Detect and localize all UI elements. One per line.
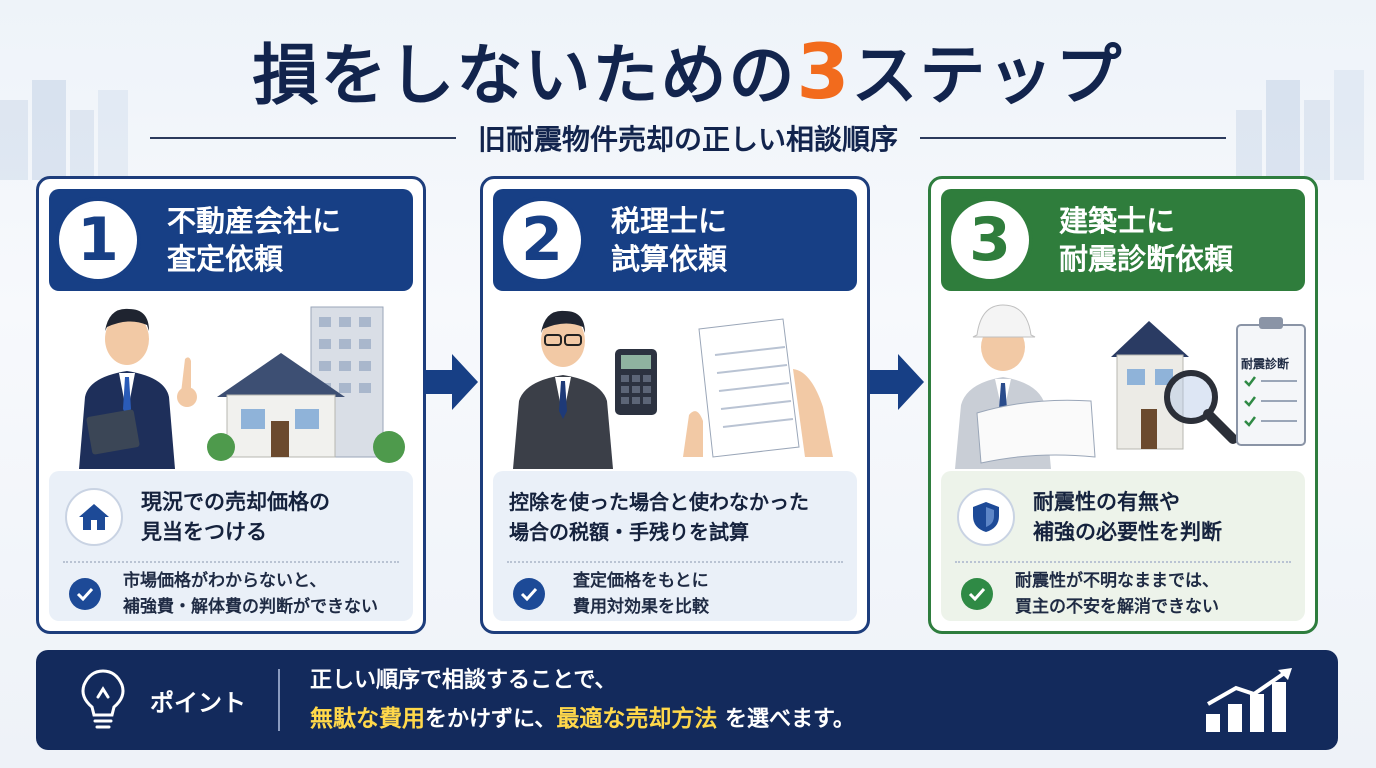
arrow-right-icon (424, 354, 478, 410)
step-number-1: 1 (55, 197, 141, 283)
shield-icon (957, 488, 1015, 546)
point-highlight-2: 最適な売却方法 (556, 705, 718, 732)
subtitle-rule-left (150, 137, 456, 139)
step-header-3: 3 建築士に耐震診断依頼 (941, 189, 1305, 291)
check-icon (513, 578, 545, 610)
step-sub-text-1: 市場価格がわからないと、補強費・解体費の判断ができない (123, 571, 378, 617)
info-divider (507, 561, 843, 563)
city-skyline-right (1236, 70, 1364, 180)
house-icon (65, 488, 123, 546)
info-divider (63, 561, 399, 563)
point-separator (278, 669, 280, 731)
city-skyline-left (0, 80, 128, 180)
step-header-1: 1 不動産会社に査定依頼 (49, 189, 413, 291)
step-heading-1: 不動産会社に査定依頼 (167, 204, 342, 276)
step-info-3: 耐震性の有無や補強の必要性を判断 耐震性が不明なままでは、買主の不安を解消できな… (941, 471, 1305, 621)
point-banner: ポイント 正しい順序で相談することで、 無駄な費用をかけずに、最適な売却方法 を… (36, 650, 1338, 750)
subtitle: 旧耐震物件売却の正しい相談順序 (478, 123, 899, 156)
point-label: ポイント (150, 688, 246, 717)
subtitle-row: 旧耐震物件売却の正しい相談順序 (150, 118, 1227, 158)
step-sub-text-2: 査定価格をもとに費用対効果を比較 (573, 571, 709, 617)
step-card-3: 3 建築士に耐震診断依頼 耐震診断 (928, 176, 1318, 634)
tax-accountant-illustration (513, 310, 833, 469)
step-info-2: 控除を使った場合と使わなかった場合の税額・手残りを試算 査定価格をもとに費用対効… (493, 471, 857, 621)
growth-chart-icon (1202, 668, 1302, 734)
clipboard-label: 耐震診断 (1241, 357, 1290, 371)
lightbulb-icon (74, 667, 132, 733)
point-text: 正しい順序で相談することで、 無駄な費用をかけずに、最適な売却方法 を選べます。 (310, 667, 855, 732)
realtor-with-house-illustration (79, 306, 405, 469)
step-heading-3: 建築士に耐震診断依頼 (1059, 204, 1234, 276)
step-card-2: 2 税理士に試算依頼 控除を使った場合と使わなかった場合の税 (480, 176, 870, 634)
step-sub-text-3: 耐震性が不明なままでは、買主の不安を解消できない (1015, 571, 1219, 617)
subtitle-rule-right (920, 137, 1227, 139)
step-header-2: 2 税理士に試算依頼 (493, 189, 857, 291)
step-number-3: 3 (947, 197, 1033, 283)
check-icon (961, 578, 993, 610)
page-title: 損をしないための3ステップ (252, 27, 1124, 116)
step-main-text-3: 耐震性の有無や補強の必要性を判断 (1033, 490, 1222, 544)
step-main-text-2: 控除を使った場合と使わなかった場合の税額・手残りを試算 (509, 490, 809, 544)
title-accent-number: 3 (796, 27, 852, 116)
check-icon (69, 578, 101, 610)
step-info-1: 現況での売却価格の見当をつける 市場価格がわからないと、補強費・解体費の判断がで… (49, 471, 413, 621)
step-number-2: 2 (499, 197, 585, 283)
step-heading-2: 税理士に試算依頼 (611, 204, 728, 276)
arrow-right-icon (870, 354, 924, 410)
step-main-text-1: 現況での売却価格の見当をつける (141, 490, 330, 544)
info-divider (955, 561, 1291, 563)
step-card-1: 1 不動産会社に査定依頼 (36, 176, 426, 634)
point-highlight-1: 無駄な費用 (310, 705, 425, 732)
architect-inspection-illustration (955, 304, 1306, 469)
